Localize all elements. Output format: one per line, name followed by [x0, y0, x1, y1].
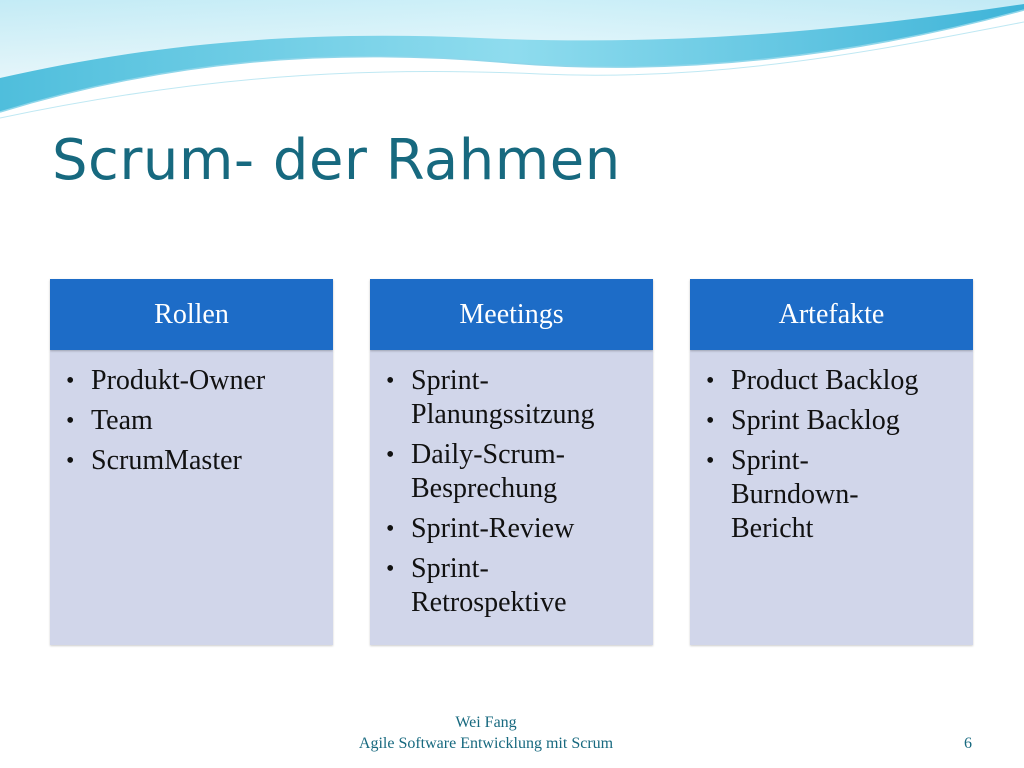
list-item: • Product Backlog [702, 364, 965, 398]
list-item-text: Team [91, 405, 153, 436]
column-meetings: Meetings • Sprint- Planungssitzung • Daily… [370, 279, 653, 645]
list-item: • Sprint- Planungssitzung [382, 364, 645, 432]
bullet-list: • Sprint- Planungssitzung • Daily-Scrum- B… [382, 364, 645, 620]
list-item-text: Sprint-Review [411, 513, 575, 544]
header-wave-decoration [0, 0, 1024, 119]
column-header-artefakte: Artefakte [690, 279, 973, 350]
bullet-icon: • [386, 516, 395, 542]
list-item: • Produkt-Owner [62, 364, 325, 398]
bullet-icon: • [66, 448, 75, 474]
list-item: • Sprint- Retrospektive [382, 552, 645, 620]
slide-title: Scrum- der Rahmen [52, 128, 621, 193]
list-item-text: Sprint- Burndown- Bericht [731, 445, 859, 544]
list-item-text: Sprint Backlog [731, 405, 900, 436]
list-item: • ScrumMaster [62, 444, 325, 478]
bullet-icon: • [386, 368, 395, 394]
list-item: • Sprint-Review [382, 512, 645, 546]
bullet-icon: • [386, 556, 395, 582]
list-item-text: Daily-Scrum- Besprechung [411, 439, 565, 504]
column-header-rollen: Rollen [50, 279, 333, 350]
column-artefakte: Artefakte • Product Backlog • Sprint Backl… [690, 279, 973, 645]
footer-course: Agile Software Entwicklung mit Scrum [358, 735, 614, 752]
list-item-text: Produkt-Owner [91, 365, 266, 396]
footer-author: Wei Fang [455, 714, 517, 731]
list-item: • Sprint- Burndown- Bericht [702, 444, 965, 546]
bullet-icon: • [66, 408, 75, 434]
page-number: 6 [964, 735, 972, 752]
bullet-list: • Produkt-Owner • Team • ScrumMaster [62, 364, 325, 478]
column-rollen: Rollen • Produkt-Owner • Team • ScrumMaster [50, 279, 333, 645]
list-item-text: Sprint- Retrospektive [411, 553, 567, 618]
bullet-icon: • [706, 408, 715, 434]
column-header-meetings: Meetings [370, 279, 653, 350]
bullet-list: • Product Backlog • Sprint Backlog • Sprint… [702, 364, 965, 546]
bullet-icon: • [66, 368, 75, 394]
list-item-text: Product Backlog [731, 365, 919, 396]
list-item-text: ScrumMaster [91, 445, 242, 476]
column-body-artefakte: • Product Backlog • Sprint Backlog • Sprint… [690, 350, 973, 645]
list-item: • Daily-Scrum- Besprechung [382, 438, 645, 506]
bullet-icon: • [706, 448, 715, 474]
list-item: • Sprint Backlog [702, 404, 965, 438]
list-item-text: Sprint- Planungssitzung [411, 365, 595, 430]
slide-footer: Wei Fang Agile Software Entwicklung mit … [0, 712, 972, 754]
bullet-icon: • [386, 442, 395, 468]
bullet-icon: • [706, 368, 715, 394]
column-body-rollen: • Produkt-Owner • Team • ScrumMaster [50, 350, 333, 645]
column-body-meetings: • Sprint- Planungssitzung • Daily-Scrum- B… [370, 350, 653, 645]
list-item: • Team [62, 404, 325, 438]
